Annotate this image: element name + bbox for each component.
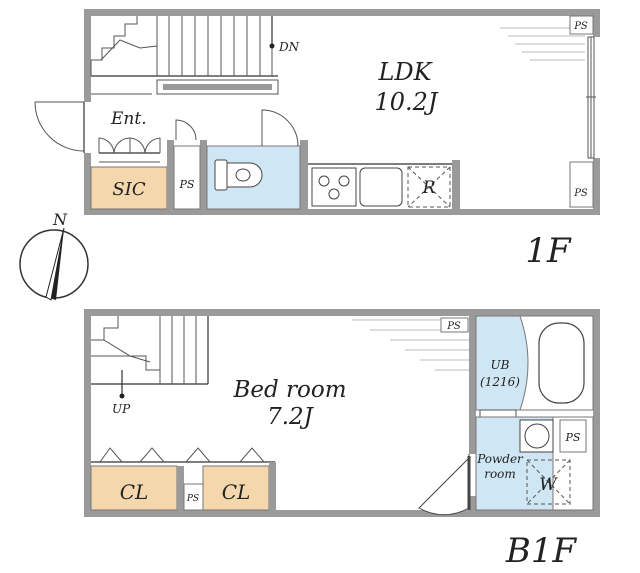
wall-ps-right [200, 140, 207, 212]
wall-b1f-bottom [84, 510, 600, 517]
ps-door-arc [175, 119, 197, 141]
toilet-door-arc [261, 109, 299, 147]
wall-1f-right-lower [593, 158, 600, 215]
stair-dn-marker [269, 43, 275, 49]
refrigerator-label: R [422, 178, 436, 198]
closet-doors [99, 447, 265, 463]
stair-dn-label: DN [278, 40, 300, 54]
stair-up-label: UP [112, 402, 131, 416]
stair-up-marker [119, 393, 125, 399]
ldk-name: LDK [377, 58, 433, 86]
sink [359, 167, 403, 207]
stove [311, 167, 357, 207]
powder-door-arc [418, 454, 470, 516]
staircase-b1f: UP [91, 316, 209, 416]
ps-between-closets-label: PS [186, 494, 199, 504]
bathtub-icon [538, 322, 585, 404]
wall-b1f-left [84, 309, 91, 517]
bedroom-name: Bed room [232, 377, 346, 403]
toilet-icon [214, 159, 263, 191]
closet-left [90, 465, 178, 511]
unit-bath-size: (1216) [480, 375, 520, 389]
ps-top-b1f [440, 317, 469, 333]
wall-b1f-top [84, 309, 600, 316]
powder-room-label-2: room [484, 467, 516, 481]
wall-1f-top [84, 9, 600, 16]
bedroom-size: 7.2J [267, 404, 315, 430]
wall-1f-left-lower [84, 153, 91, 215]
wall-b1f-right [593, 309, 600, 517]
entrance-door: Ent. [34, 101, 147, 153]
kitchen-counter: R [308, 160, 460, 210]
ps-bath-label: PS [565, 431, 581, 444]
floor-b1f: UP PS Bed room 7.2J CL PS CL [84, 309, 600, 571]
north-label: N [52, 210, 68, 229]
floor-1f: DN Ent. SIC PS [34, 9, 600, 271]
bath-door [479, 409, 517, 418]
ps-top-b1f-label: PS [446, 321, 461, 332]
compass: N [19, 210, 89, 301]
sic-label: SIC [112, 179, 145, 200]
ps-bath [559, 419, 587, 453]
wall-1f-bottom [84, 209, 600, 215]
wall-ps-left [167, 140, 174, 212]
window-1f-right [586, 36, 596, 159]
washer-label: W [539, 475, 558, 495]
wall-1f-right-upper [593, 9, 600, 37]
entrance-label: Ent. [110, 109, 147, 129]
wall-toilet-right [300, 140, 308, 212]
powder-room-label: Powder [476, 452, 524, 466]
unit-bath-label: UB [491, 358, 510, 372]
ps-top-right-1f [569, 15, 594, 35]
ps-right-label: PS [573, 188, 588, 199]
staircase-1f: DN [90, 16, 300, 95]
shoe-cabinet-doors [98, 137, 161, 163]
floor-1f-label: 1F [525, 231, 572, 271]
closet-right [202, 465, 270, 511]
ldk-size: 10.2J [374, 88, 438, 116]
ps-right-1f [569, 161, 594, 208]
closet-left-label: CL [120, 480, 149, 504]
washer-space [526, 459, 571, 505]
ps-shaft-1f [173, 145, 201, 210]
wall-wet-area [469, 316, 476, 454]
wall-1f-left-upper [84, 9, 91, 102]
closet-right-label: CL [222, 480, 251, 504]
ps-shaft-label: PS [179, 178, 195, 191]
ps-top-right-label: PS [573, 21, 588, 32]
floor-b1f-label: B1F [505, 531, 578, 571]
